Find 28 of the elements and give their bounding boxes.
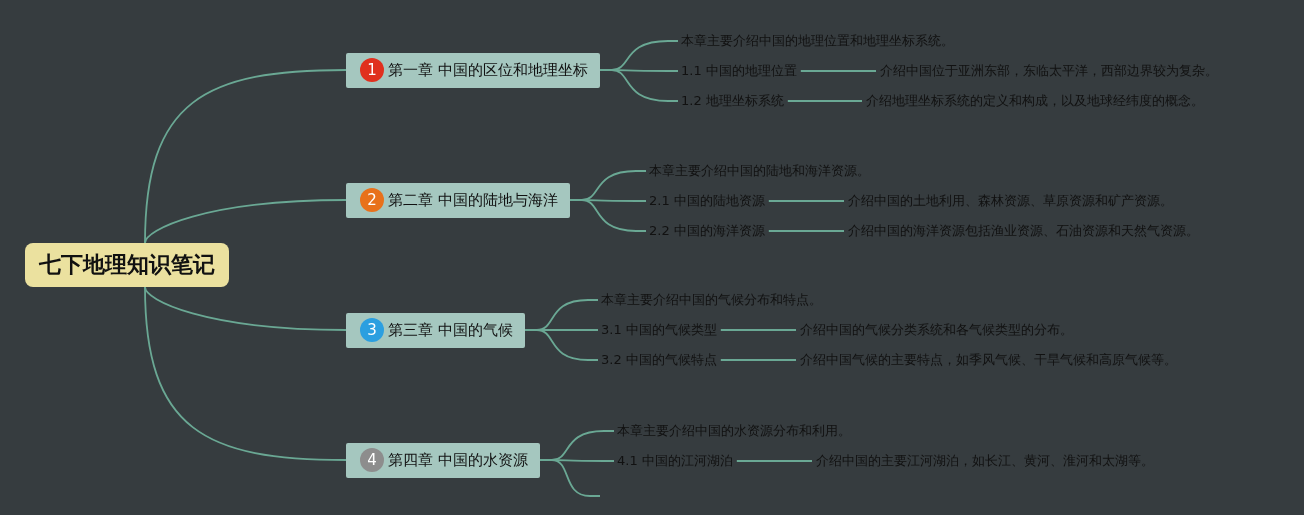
branch-line [144, 286, 347, 461]
branch-line [538, 459, 601, 497]
branch-line [523, 329, 599, 361]
branch-line [719, 359, 797, 361]
branch-line [786, 100, 863, 102]
chapter-box [346, 442, 540, 478]
number-badge: 2 [360, 188, 384, 212]
branch-line [598, 69, 679, 102]
number-badge: 3 [360, 318, 384, 342]
chapter-box [346, 312, 525, 348]
branch-line [144, 286, 347, 331]
chapter-box [346, 182, 570, 218]
branch-line [144, 199, 347, 244]
branch-line [144, 69, 347, 244]
chapter-box [346, 52, 600, 88]
number-badge: 4 [360, 448, 384, 472]
branch-line [799, 70, 877, 72]
branch-line [719, 329, 797, 331]
branch-line [767, 200, 845, 202]
number-badge: 1 [360, 58, 384, 82]
branch-line [735, 460, 813, 462]
chapter-title: 第三章 中国的气候 [388, 320, 513, 340]
chapter-title: 第一章 中国的区位和地理坐标 [388, 60, 588, 80]
chapter-title: 第二章 中国的陆地与海洋 [388, 190, 558, 210]
root-topic: 七下地理知识笔记 [25, 243, 229, 287]
chapter-title: 第四章 中国的水资源 [388, 450, 528, 470]
branch-line [767, 230, 845, 232]
branch-line [568, 199, 647, 232]
